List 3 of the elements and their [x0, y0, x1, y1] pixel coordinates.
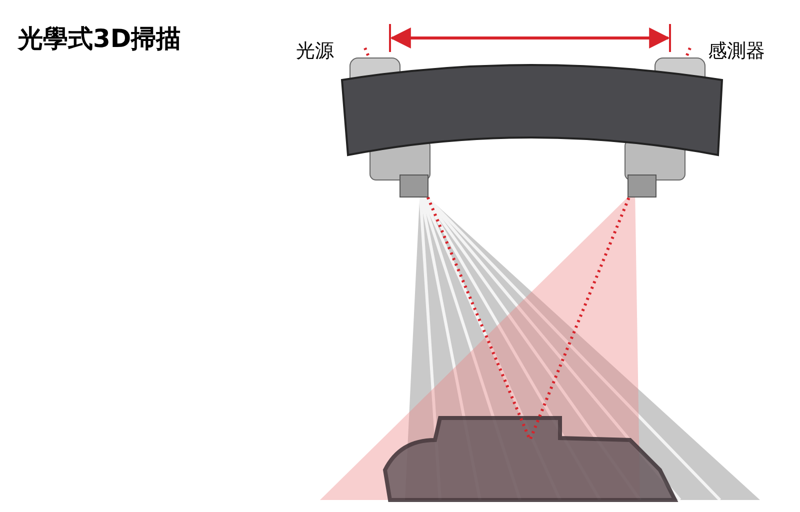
part-label: 感測器 [708, 39, 765, 64]
title: 光學式3D掃描 [18, 23, 182, 55]
part-label: 光源 [296, 39, 334, 64]
